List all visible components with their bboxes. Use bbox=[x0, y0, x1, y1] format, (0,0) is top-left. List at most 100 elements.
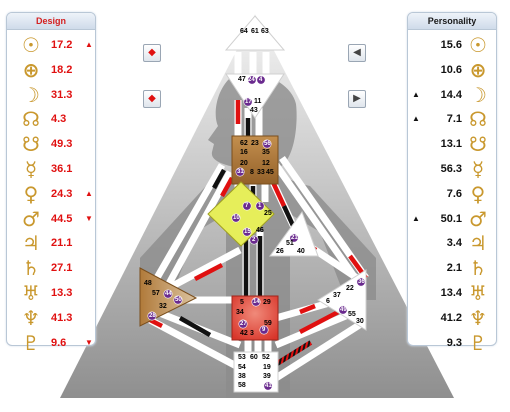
gate-number: 22 bbox=[346, 285, 354, 292]
uranus-icon: ♅ bbox=[469, 281, 487, 305]
gate-number: 16 bbox=[240, 149, 248, 156]
gate-number: 61 bbox=[251, 28, 259, 35]
design-value: 17.2 bbox=[51, 39, 73, 51]
personality-value: 2.1 bbox=[446, 262, 462, 275]
personality-value: 7.6 bbox=[446, 187, 462, 200]
gate-number: 3 bbox=[250, 330, 254, 337]
activation-number: 2 bbox=[252, 237, 256, 243]
gate-number: 38 bbox=[238, 373, 246, 380]
design-fixing-arrow: ▲ bbox=[85, 188, 93, 198]
gate-number: 64 bbox=[240, 28, 248, 35]
design-value: 27.1 bbox=[51, 262, 73, 275]
design-row-moon: ☽31.3 bbox=[7, 83, 95, 107]
activation-number: 24 bbox=[248, 77, 255, 83]
neptune-icon: ♆ bbox=[22, 305, 40, 330]
design-row-south-node: ☋ 49.3 bbox=[7, 132, 95, 156]
personality-row-mars: ♂50.1▲ bbox=[408, 207, 496, 231]
activation-number: 49 bbox=[340, 307, 347, 313]
personality-value: 41.2 bbox=[440, 311, 462, 324]
gate-number: 26 bbox=[276, 248, 284, 255]
venus-icon: ♀ bbox=[470, 181, 486, 206]
design-row-mercury: ☿ 36.1 bbox=[7, 157, 95, 181]
personality-value: 15.6 bbox=[440, 39, 462, 51]
mercury-icon: ☿ bbox=[24, 157, 38, 181]
personality-prev-button[interactable]: ◀ bbox=[348, 44, 366, 62]
gate-number: 62 bbox=[240, 140, 248, 147]
design-value: 9.6 bbox=[51, 336, 67, 349]
design-row-earth: ⊕ 18.2 bbox=[7, 58, 95, 82]
activation-number: 27 bbox=[240, 321, 247, 327]
personality-value: 10.6 bbox=[440, 63, 462, 76]
activation-number: 14 bbox=[253, 299, 260, 305]
design-row-venus: ♀ 24.3 ▲ bbox=[7, 182, 95, 206]
personality-row-moon: ☽ 14.4 ▲ bbox=[408, 83, 496, 107]
channel-41-30 bbox=[273, 340, 313, 367]
activation-number: 41 bbox=[265, 383, 272, 389]
gate-number: 35 bbox=[262, 149, 270, 156]
design-value: 21.1 bbox=[51, 237, 73, 250]
gate-number: 63 bbox=[261, 28, 269, 35]
design-row-saturn: ♄27.1 bbox=[7, 256, 95, 280]
saturn-icon: ♄ bbox=[469, 256, 487, 281]
gate-number: 55 bbox=[348, 311, 356, 318]
personality-fixing-arrow: ▲ bbox=[412, 89, 420, 99]
personality-row-sun: ☉ 15.6 bbox=[408, 33, 496, 57]
activation-number: 17 bbox=[245, 99, 252, 105]
design-prev-button[interactable]: ◆ bbox=[143, 44, 161, 62]
design-value: 24.3 bbox=[51, 187, 73, 200]
personality-row-earth: ⊕10.6 bbox=[408, 58, 496, 82]
design-row-neptune: ♆41.3 bbox=[7, 306, 95, 330]
gate-number: 47 bbox=[238, 76, 246, 83]
pluto-icon: ♇ bbox=[469, 330, 487, 355]
gate-number: 51 bbox=[286, 240, 294, 247]
gate-number: 34 bbox=[236, 309, 244, 316]
gate-number: 29 bbox=[263, 299, 271, 306]
activation-number: 50 bbox=[175, 297, 182, 303]
gate-number: 5 bbox=[240, 299, 244, 306]
jupiter-icon: ♃ bbox=[469, 231, 487, 256]
personality-value: 14.4 bbox=[440, 88, 462, 101]
gate-number: 32 bbox=[159, 303, 167, 310]
venus-icon: ♀ bbox=[23, 181, 39, 206]
personality-value: 13.4 bbox=[440, 287, 462, 299]
personality-value: 7.1 bbox=[446, 113, 462, 126]
gate-number: 46 bbox=[256, 227, 264, 234]
design-value: 49.3 bbox=[51, 138, 73, 151]
gate-number: 11 bbox=[254, 98, 262, 105]
personality-panel: Personality ☉15.6⊕10.6☽14.4▲☊7.1▲☋13.1☿5… bbox=[407, 12, 497, 355]
sun-icon: ☉ bbox=[469, 33, 487, 57]
activation-number: 10 bbox=[233, 215, 240, 221]
gate-number: 20 bbox=[240, 160, 248, 167]
personality-row-south-node: ☋13.1 bbox=[408, 132, 496, 156]
activation-number: 56 bbox=[264, 141, 271, 147]
south-node-icon: ☋ bbox=[22, 132, 40, 157]
neptune-icon: ♆ bbox=[469, 305, 487, 330]
personality-row-north-node: ☊7.1▲ bbox=[408, 107, 496, 131]
gate-number: 40 bbox=[297, 248, 305, 255]
activation-number: 36 bbox=[358, 279, 365, 285]
personality-row-neptune: ♆ 41.2 bbox=[408, 306, 496, 330]
personality-value: 3.4 bbox=[446, 237, 462, 250]
design-value: 4.3 bbox=[51, 113, 67, 126]
gate-number: 19 bbox=[263, 364, 271, 371]
mars-icon: ♂ bbox=[469, 206, 487, 231]
design-next-button[interactable]: ◆ bbox=[143, 90, 161, 108]
earth-icon: ⊕ bbox=[22, 57, 40, 82]
mercury-icon: ☿ bbox=[471, 157, 485, 181]
north-node-icon: ☊ bbox=[469, 107, 487, 132]
activation-number: 21 bbox=[291, 235, 298, 241]
moon-icon: ☽ bbox=[469, 82, 487, 107]
gate-number: 59 bbox=[264, 320, 272, 327]
personality-value: 13.1 bbox=[440, 138, 462, 151]
personality-next-button[interactable]: ▶ bbox=[348, 90, 366, 108]
personality-row-jupiter: ♃ 3.4 bbox=[408, 231, 496, 255]
design-value: 36.1 bbox=[51, 163, 73, 175]
personality-value: 56.3 bbox=[440, 163, 462, 175]
activation-number: 44 bbox=[165, 291, 172, 297]
design-panel-title: Design bbox=[7, 13, 95, 30]
solar-plexus-center bbox=[317, 269, 367, 331]
design-fixing-arrow: ▼ bbox=[85, 213, 93, 223]
design-value: 18.2 bbox=[51, 63, 73, 76]
gate-number: 48 bbox=[144, 280, 152, 287]
